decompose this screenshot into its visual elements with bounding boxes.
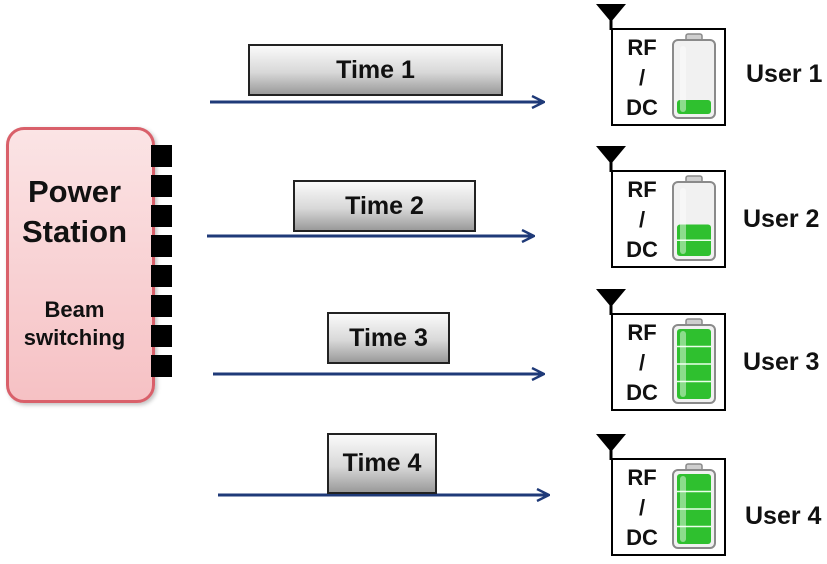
antenna-element <box>151 145 172 167</box>
user-label-4: User 4 <box>745 502 822 530</box>
antenna-icon <box>596 4 626 30</box>
station-title-line1: Power <box>27 174 122 209</box>
battery-fill <box>677 100 711 114</box>
antenna-element <box>151 175 172 197</box>
antenna-element <box>151 355 172 377</box>
antenna-element <box>151 265 172 287</box>
time-slot-2: Time 2 <box>293 180 476 232</box>
battery-icon <box>672 175 716 261</box>
antenna-icon <box>596 146 626 172</box>
time-slot-1: Time 1 <box>248 44 503 96</box>
battery-icon <box>672 318 716 404</box>
time-slot-3: Time 3 <box>327 312 450 364</box>
user-label-2: User 2 <box>743 205 820 233</box>
battery-icon <box>672 33 716 119</box>
user-label-3: User 3 <box>743 348 820 376</box>
station-subtitle-line1: Beam <box>44 297 105 322</box>
antenna-icon <box>596 289 626 315</box>
user-label-1: User 1 <box>746 60 823 88</box>
rf-dc-label: RF/DC <box>626 465 658 550</box>
antenna-element <box>151 205 172 227</box>
antenna-element <box>151 325 172 347</box>
rf-dc-label: RF/DC <box>626 35 658 120</box>
rf-dc-label: RF/DC <box>626 177 658 262</box>
antenna-element <box>151 295 172 317</box>
antenna-icon <box>596 434 626 460</box>
power-station <box>6 127 155 403</box>
antenna-element <box>151 235 172 257</box>
time-slot-4: Time 4 <box>327 433 437 494</box>
rf-dc-label: RF/DC <box>626 320 658 405</box>
battery-icon <box>672 463 716 549</box>
station-title-line2: Station <box>21 214 128 249</box>
station-subtitle-line2: switching <box>23 325 126 350</box>
